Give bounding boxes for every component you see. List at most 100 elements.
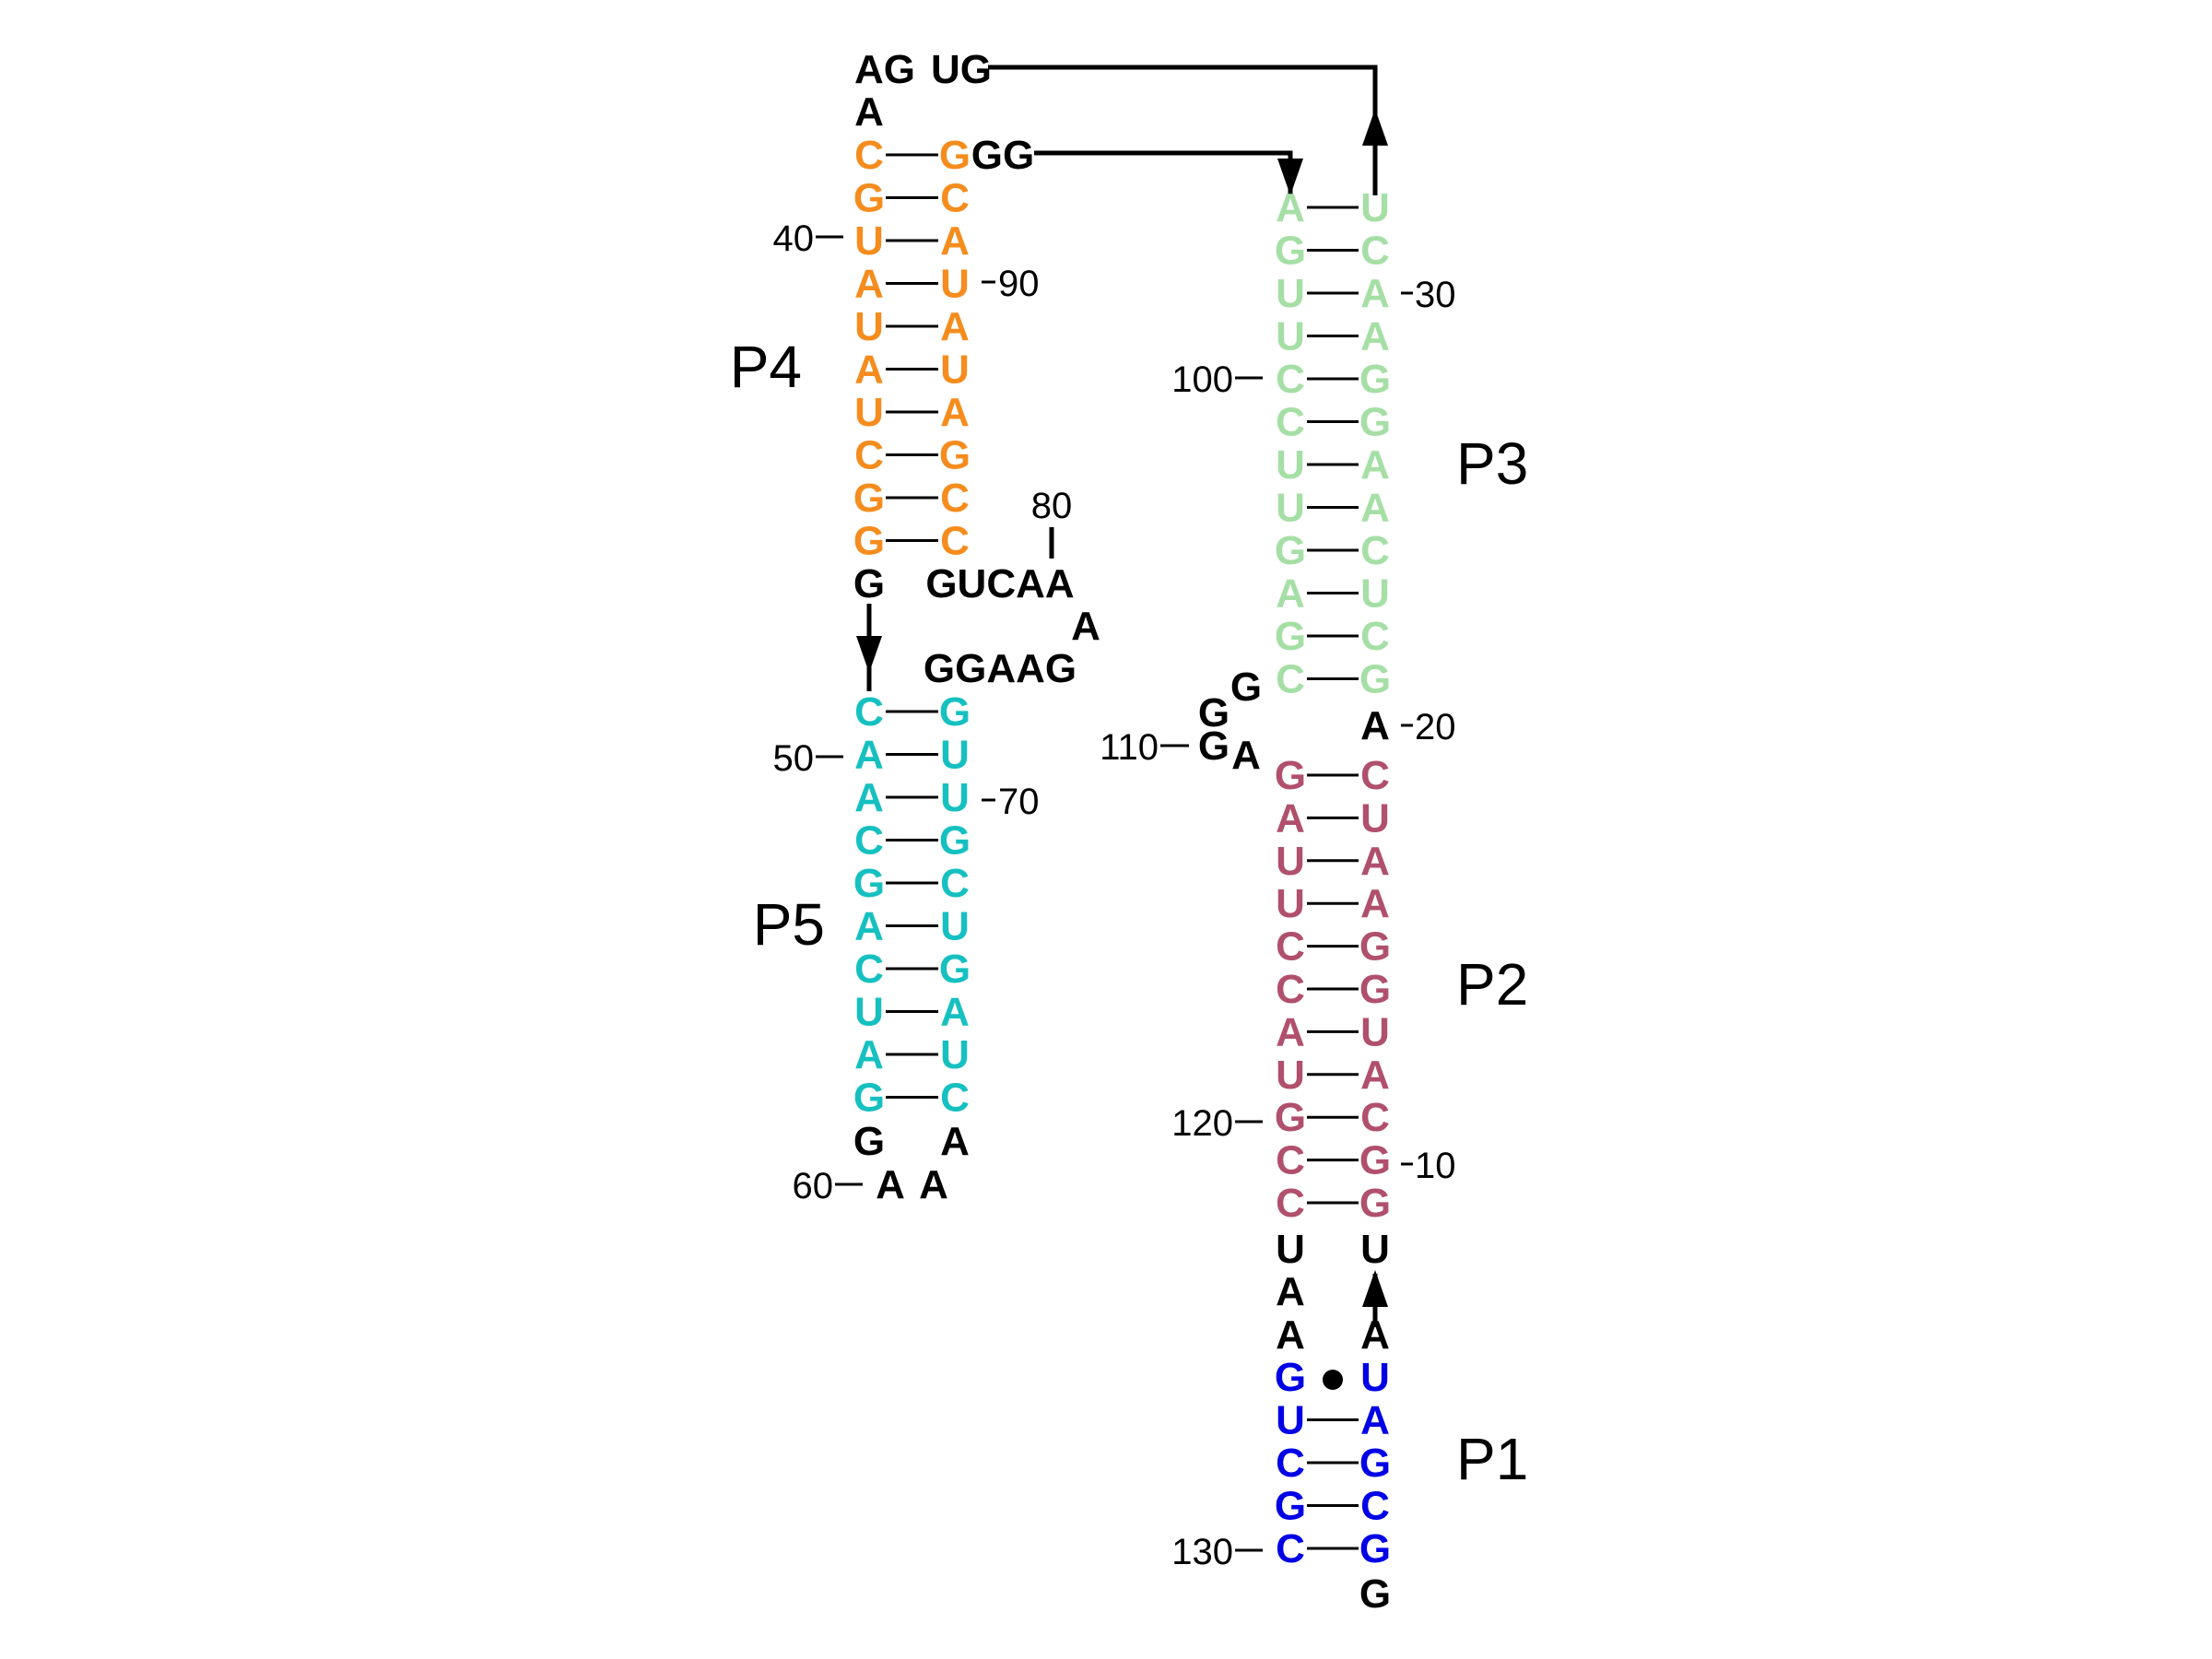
p4-left-nt: C bbox=[854, 133, 884, 178]
p5-right-nt: C bbox=[940, 861, 970, 906]
num-100: 100 bbox=[1171, 359, 1233, 400]
p1-left-nt: C bbox=[1276, 1526, 1305, 1571]
num-10: 10 bbox=[1415, 1146, 1456, 1186]
num-130: 130 bbox=[1171, 1532, 1233, 1572]
j12-a1: A bbox=[1276, 1269, 1305, 1314]
p2-right-nt: A bbox=[1360, 881, 1390, 926]
p3-right-nt: U bbox=[1360, 185, 1390, 230]
p3-right-nt: G bbox=[1359, 657, 1391, 702]
helix-label-p5: P5 bbox=[753, 891, 825, 958]
connector-ug-to-p3 bbox=[988, 65, 1378, 195]
p2-left-nt: A bbox=[1276, 795, 1305, 841]
arrowheads bbox=[856, 109, 1388, 1307]
p2-left-nt: G bbox=[1275, 1095, 1306, 1140]
p5-left-nt: A bbox=[854, 1032, 884, 1077]
p4-gg: GG bbox=[971, 133, 1034, 178]
p2-right-nt: C bbox=[1360, 1095, 1390, 1140]
p4-right-nt: U bbox=[940, 347, 970, 393]
p2-right-nt: A bbox=[1360, 1053, 1390, 1098]
num-30: 30 bbox=[1415, 275, 1456, 315]
p3-right-nt: G bbox=[1359, 400, 1391, 445]
p4-right-nt: A bbox=[940, 218, 970, 264]
tail-g: G bbox=[1359, 1571, 1391, 1617]
p2-left-nt: C bbox=[1276, 924, 1305, 970]
p4-right-nt: G bbox=[939, 433, 971, 478]
p2-left-nt: C bbox=[1276, 1138, 1305, 1183]
j-ggaag: GGAAG bbox=[924, 646, 1077, 691]
p2-right-nt: C bbox=[1360, 753, 1390, 798]
num-90: 90 bbox=[998, 264, 1040, 304]
p2-left-nt: U bbox=[1276, 839, 1305, 884]
p3-right-nt: U bbox=[1360, 571, 1390, 617]
p4-right-nt: C bbox=[940, 519, 970, 564]
p1-right-nt: G bbox=[1359, 1526, 1391, 1571]
num-50: 50 bbox=[773, 738, 815, 779]
p5-loop-a2: A bbox=[919, 1162, 948, 1207]
p5-loop-g: G bbox=[853, 1119, 885, 1164]
p5-left-nt: C bbox=[854, 947, 884, 992]
position-number-ticks bbox=[816, 235, 1413, 1552]
j12-a-right: A bbox=[1360, 1312, 1390, 1358]
helix-label-p2: P2 bbox=[1456, 951, 1528, 1018]
p5-right-nt: U bbox=[940, 1032, 970, 1077]
p2-right-nt: G bbox=[1359, 967, 1391, 1012]
p3-right-nt: C bbox=[1360, 229, 1390, 274]
j-a: A bbox=[1071, 604, 1100, 649]
num-120: 120 bbox=[1171, 1103, 1233, 1144]
p5-loop-a-right: A bbox=[940, 1119, 970, 1164]
p5-left-nt: A bbox=[854, 733, 884, 778]
p4-apex-a: A bbox=[854, 89, 884, 135]
p5-right-nt: U bbox=[940, 733, 970, 778]
p4-apex-left: AG bbox=[854, 47, 915, 92]
p2-left-nt: C bbox=[1276, 1181, 1305, 1226]
p5-right-nt: U bbox=[940, 904, 970, 949]
p2-left-nt: A bbox=[1276, 1009, 1305, 1054]
p4-right-nt: A bbox=[940, 390, 970, 435]
loop-nucleotides: AG UG A GG G GUCAA A GGAAG G A A A G G G… bbox=[853, 47, 1391, 1617]
p5-left-nt: C bbox=[854, 818, 884, 864]
num-110: 110 bbox=[1100, 727, 1159, 768]
connector-gg-to-p3 bbox=[1034, 150, 1293, 195]
p2-left-nt: C bbox=[1276, 967, 1305, 1012]
j23-g3: G bbox=[1198, 724, 1230, 769]
p4-right-nt: U bbox=[940, 262, 970, 307]
p3-left-nt: A bbox=[1276, 571, 1305, 617]
p4-left-nt: C bbox=[854, 433, 884, 478]
p2-right-nt: G bbox=[1359, 924, 1391, 970]
num-40: 40 bbox=[773, 218, 815, 259]
j23-g2: G bbox=[1198, 690, 1230, 735]
p5-right-nt: C bbox=[940, 1076, 970, 1121]
p4-right-nt: G bbox=[939, 133, 971, 178]
p4-left-nt: G bbox=[853, 476, 885, 521]
p3-right-nt: G bbox=[1359, 357, 1391, 402]
p4-left-nt: U bbox=[854, 304, 884, 349]
p5-loop-a1: A bbox=[876, 1162, 905, 1207]
p1-right-nt: A bbox=[1360, 1398, 1390, 1443]
p2-right-nt: U bbox=[1360, 1009, 1390, 1054]
j-gucaa: GUCAA bbox=[925, 561, 1074, 606]
p1-left-nt: C bbox=[1276, 1441, 1305, 1486]
p2-right-nt: G bbox=[1359, 1181, 1391, 1226]
p4-right-nt: C bbox=[940, 476, 970, 521]
j23-g1: G bbox=[1230, 665, 1262, 710]
p2-left-nt: U bbox=[1276, 881, 1305, 926]
j45-g: G bbox=[853, 561, 885, 606]
p3-right-nt: A bbox=[1360, 442, 1390, 488]
p3-left-nt: C bbox=[1276, 357, 1305, 402]
num-70: 70 bbox=[998, 782, 1040, 822]
p3-left-nt: U bbox=[1276, 271, 1305, 316]
p3-right-nt: C bbox=[1360, 614, 1390, 659]
position-numbers: 10 20 30 40 50 60 70 80 90 100 110 120 1… bbox=[773, 218, 1456, 1572]
p4-left-nt: U bbox=[854, 390, 884, 435]
p4-left-nt: A bbox=[854, 347, 884, 393]
p5-left-nt: G bbox=[853, 861, 885, 906]
arrowhead-down-p5 bbox=[856, 636, 882, 673]
p5-right-nt: A bbox=[940, 990, 970, 1035]
p1-right-nt: G bbox=[1359, 1441, 1391, 1486]
p2-right-nt: G bbox=[1359, 1138, 1391, 1183]
p1-left-nt: G bbox=[1275, 1484, 1306, 1529]
p3-left-nt: G bbox=[1275, 229, 1306, 274]
